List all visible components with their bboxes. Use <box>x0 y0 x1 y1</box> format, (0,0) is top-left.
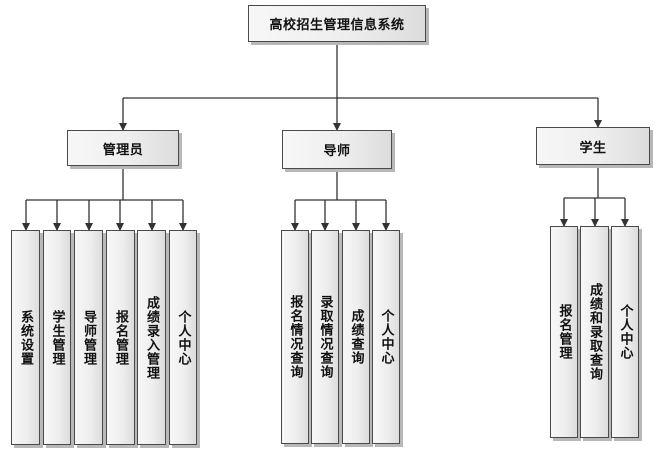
tutor-module-registration-query: 报名情况查询 <box>281 230 309 444</box>
student-module-registration-management: 报名管理 <box>550 226 578 438</box>
role-student: 学生 <box>536 127 650 165</box>
root-node: 高校招生管理信息系统 <box>248 5 426 42</box>
tutor-module-score-query: 成绩查询 <box>342 230 370 444</box>
admin-module-tutor-management: 导师管理 <box>74 230 103 445</box>
tutor-module-admission-query: 录取情况查询 <box>311 230 339 444</box>
student-module-score-admission-query: 成绩和录取查询 <box>580 226 609 438</box>
admin-module-system-settings: 系统设置 <box>11 230 40 445</box>
admin-module-registration-management: 报名管理 <box>106 230 135 445</box>
role-tutor: 导师 <box>282 130 392 169</box>
admin-module-personal-center: 个人中心 <box>169 230 197 445</box>
admin-module-student-management: 学生管理 <box>43 230 71 445</box>
student-module-personal-center: 个人中心 <box>611 226 639 438</box>
role-admin: 管理员 <box>67 130 179 166</box>
tutor-module-personal-center: 个人中心 <box>372 230 400 444</box>
admin-module-score-entry-management: 成绩录入管理 <box>137 230 166 445</box>
